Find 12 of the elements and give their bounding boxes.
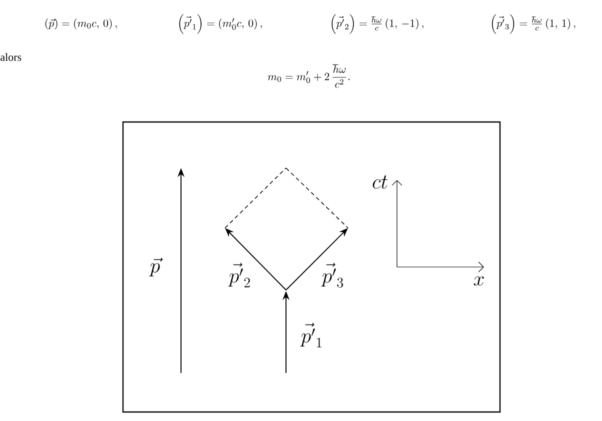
- formula: $m_0 = m'_0 + 2\,\frac{\hbar\omega}{c^2}.$: [268, 64, 350, 88]
- vector-label: $\vec{p'}_3$: [321, 262, 343, 288]
- formula: $(\vec{p}) = (m_0 c,\, 0)\,,$: [45, 18, 117, 30]
- vector-label: $\vec{p'}_1$: [300, 322, 322, 348]
- vector-label: $\vec{p}$: [149, 258, 163, 276]
- formula: $\left(\vec{p'}_2\right) = \frac{\hbar\omega}{c}\,(1,\,-1)\,,$: [332, 14, 424, 34]
- axis-label: $ct$: [372, 175, 388, 189]
- vector-label: $\vec{p'}_2$: [228, 262, 250, 288]
- axis-label: $x$: [474, 276, 484, 286]
- text: alors: [0, 53, 22, 61]
- formula: $\left(\vec{p'}_3\right) = \frac{\hbar\omega}{c}\,(1,\,1)\,,$: [492, 14, 576, 34]
- formula: $\left(\vec{p'}_1\right) = (m'_0 c,\, 0)\,,$: [179, 14, 262, 34]
